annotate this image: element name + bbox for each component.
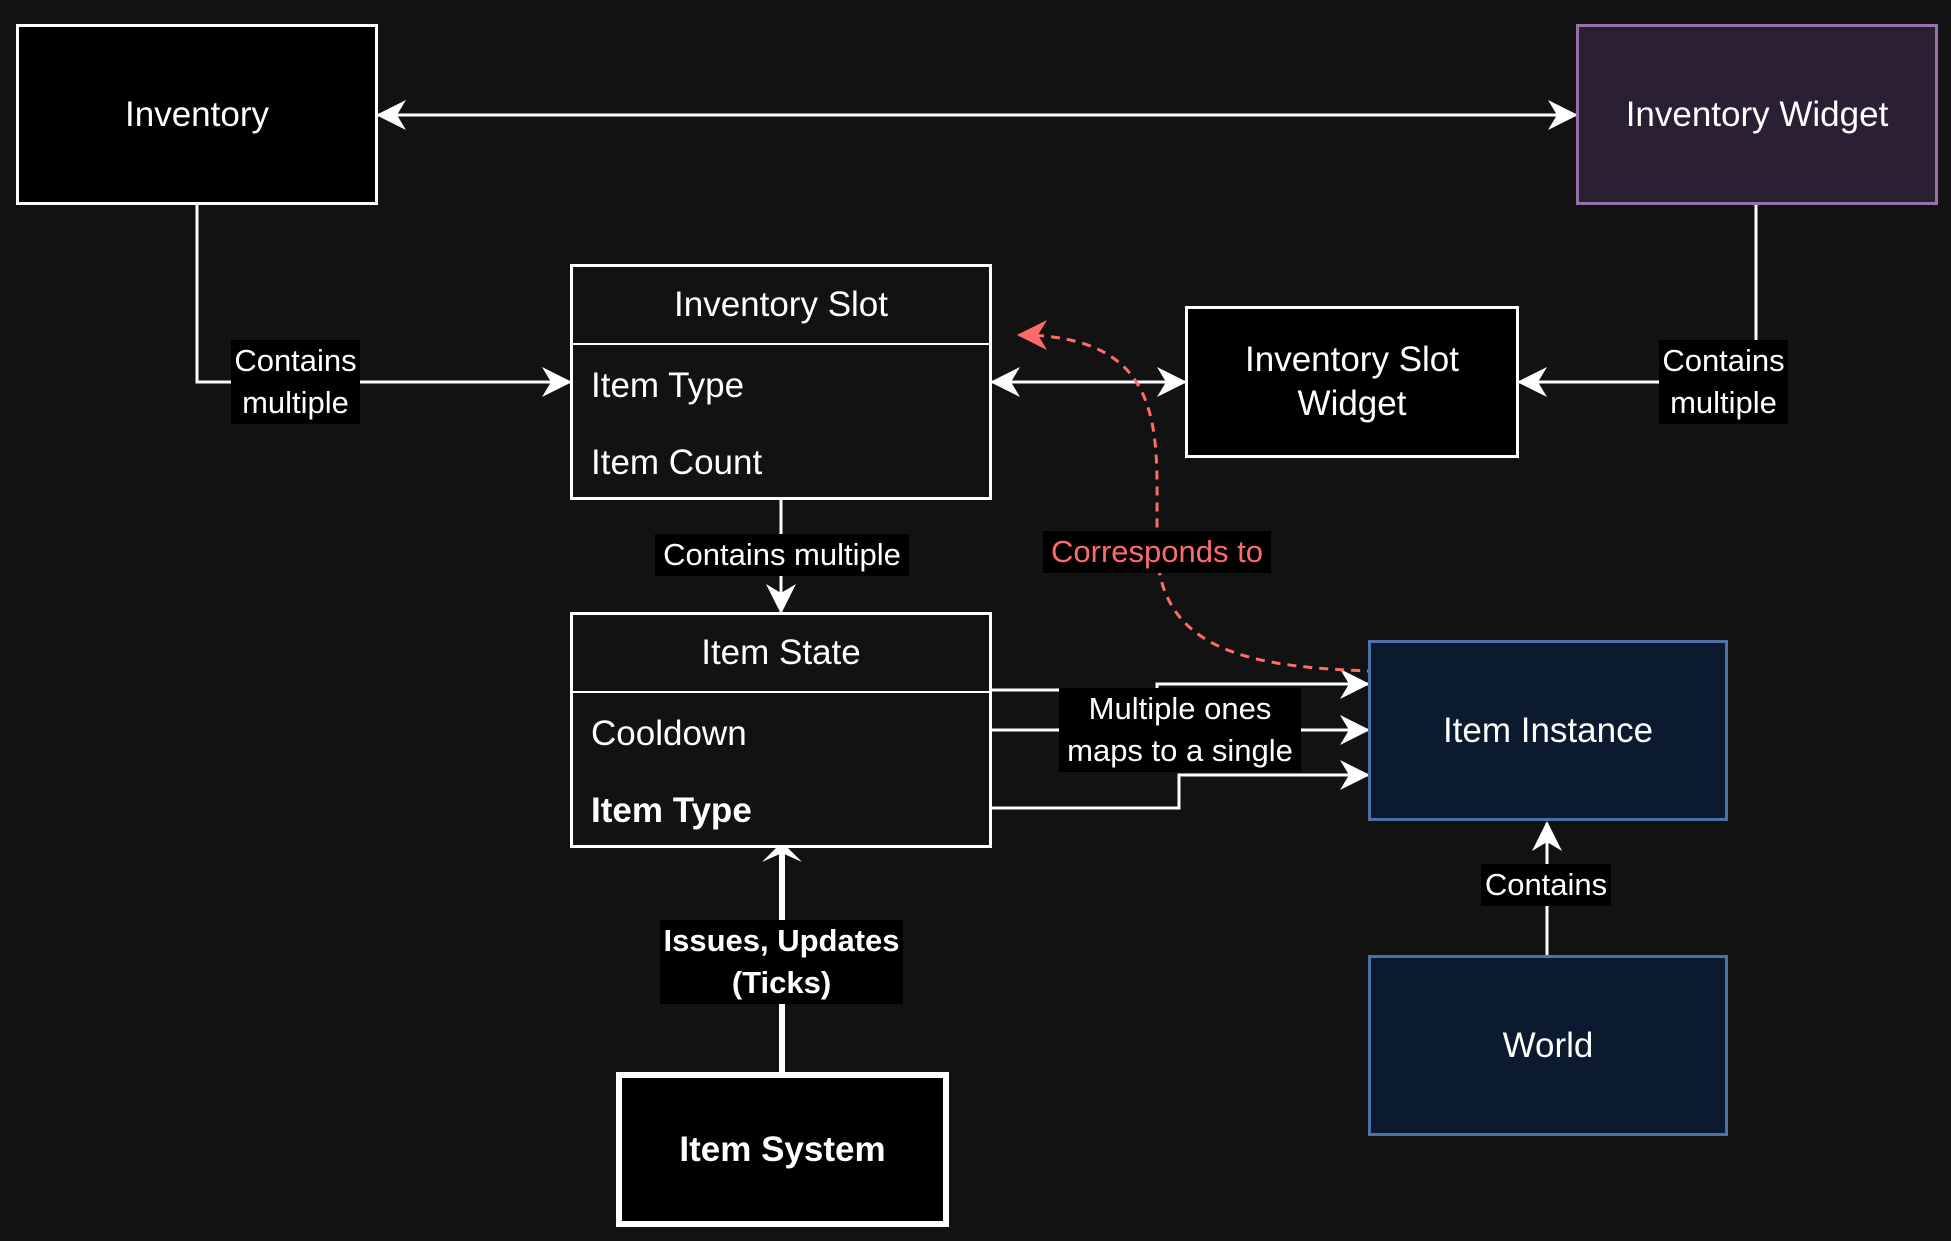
edge-slot-widget-to-instance [1017,320,1398,687]
world-node: World [1368,955,1728,1136]
world-label: World [1502,1025,1594,1065]
edge-state-to-instance-3 [992,760,1370,810]
inventory-slot-node: Inventory Slot Item Type Item Count [570,264,992,500]
inventory-slot-title: Inventory Slot [573,267,989,345]
edge-label-world-contains: Contains [1481,864,1611,906]
item-state-field-cooldown: Cooldown [591,714,747,753]
item-state-title: Item State [573,615,989,693]
item-instance-label: Item Instance [1442,710,1654,750]
edge-label-inventory-contains: Contains multiple [231,340,360,424]
inventory-widget-node: Inventory Widget [1576,24,1938,205]
inventory-slot-widget-label: Inventory Slot Widget [1245,340,1459,423]
item-state-node: Item State Cooldown Item Type [570,612,992,848]
edge-label-multiple-ones: Multiple ones maps to a single [1059,688,1301,772]
item-state-field-item-type: Item Type [591,791,752,830]
inventory-widget-label: Inventory Widget [1625,94,1889,134]
edge-label-widget-contains: Contains multiple [1659,340,1788,424]
inventory-label: Inventory [125,94,269,134]
item-system-node: Item System [616,1072,949,1227]
inventory-slot-field-item-type: Item Type [591,366,745,405]
item-instance-node: Item Instance [1368,640,1728,821]
edge-inventory-to-slot [195,205,572,397]
inventory-slot-widget-node: Inventory Slot Widget [1185,306,1519,458]
inventory-slot-field-item-count: Item Count [591,443,763,482]
inventory-node: Inventory [16,24,378,205]
edge-label-slot-contains: Contains multiple [655,534,909,576]
edge-label-corresponds-to: Corresponds to [1043,531,1271,573]
edge-label-issues-updates: Issues, Updates (Ticks) [660,920,903,1004]
item-system-label: Item System [679,1129,886,1169]
